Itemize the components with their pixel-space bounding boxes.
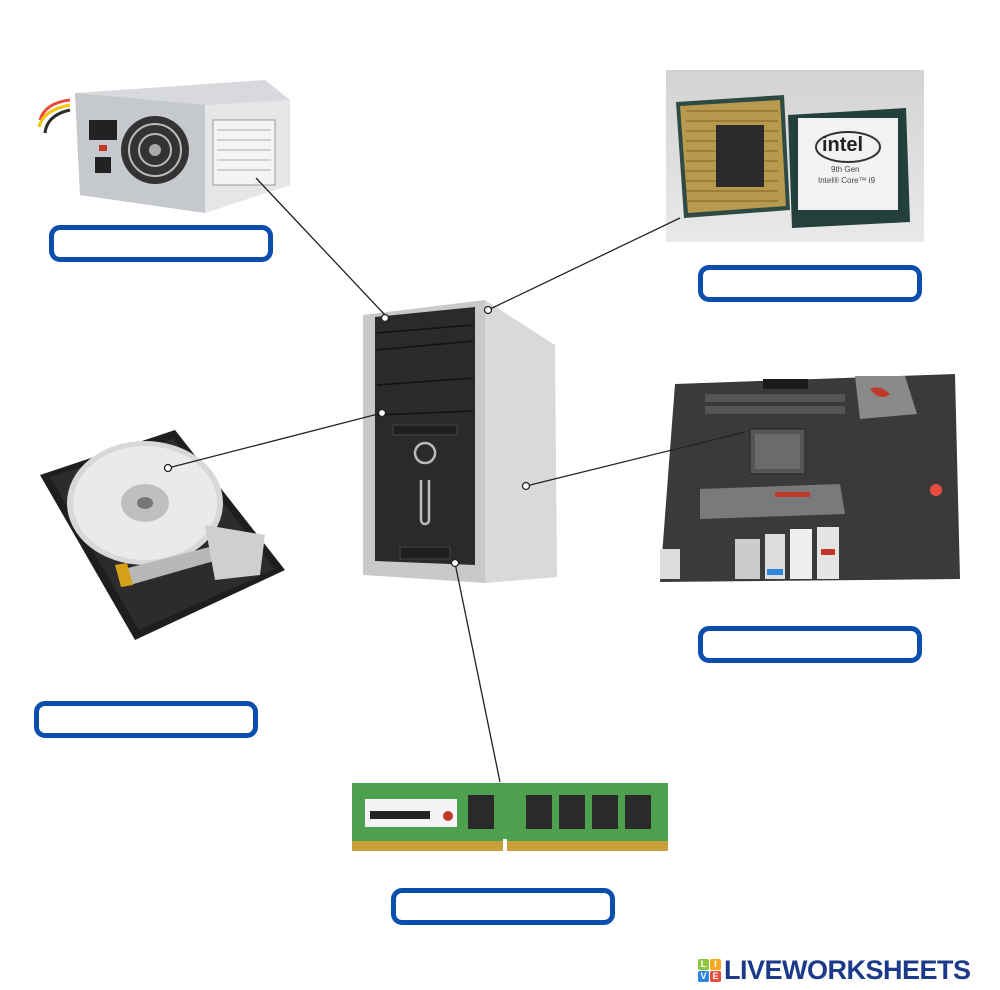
motherboard-image — [655, 374, 965, 584]
logo-tile-i: I — [710, 959, 721, 970]
cpu-brand-text: intel — [822, 134, 864, 156]
answer-input-motherboard[interactable] — [698, 626, 922, 663]
cpu-gen-text: 9th Gen — [831, 165, 860, 174]
ram-module-image — [350, 781, 670, 853]
hard-drive-image — [35, 425, 295, 645]
answer-input-hdd[interactable] — [34, 701, 258, 738]
psu-image — [25, 75, 295, 215]
computer-tower-image — [335, 295, 565, 585]
logo-tile-l: L — [698, 959, 709, 970]
logo-text: LIVEWORKSHEETS — [724, 955, 971, 985]
answer-input-psu[interactable] — [49, 225, 273, 262]
logo-tile-v: V — [698, 971, 709, 982]
answer-input-ram[interactable] — [391, 888, 615, 925]
liveworksheets-logo: L I V E LIVEWORKSHEETS — [698, 955, 971, 986]
logo-tile-e: E — [710, 971, 721, 982]
answer-input-cpu[interactable] — [698, 265, 922, 302]
cpu-image: intel 9th Gen Intel® Core™ i9 — [666, 70, 924, 242]
logo-tiles-icon: L I V E — [698, 959, 721, 982]
cpu-model-text: Intel® Core™ i9 — [818, 176, 876, 185]
